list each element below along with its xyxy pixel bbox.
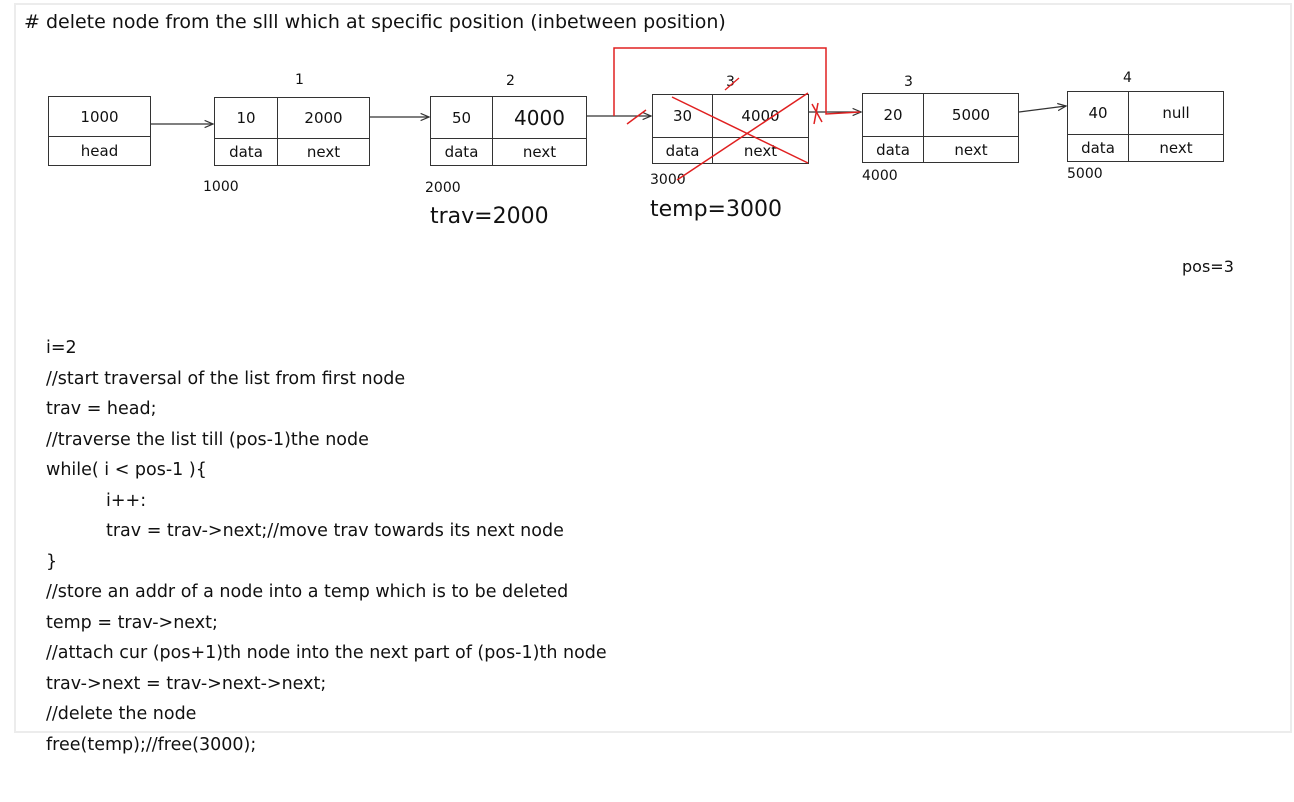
bypass-link [613, 47, 861, 116]
strike-cross-1 [671, 96, 809, 164]
code-line: trav->next = trav->next->next; [46, 673, 327, 694]
node-4-position: 3 [904, 74, 913, 90]
node-4-next-label: next [923, 136, 1019, 163]
node-2-position: 2 [506, 73, 515, 89]
page-title: # delete node from the slll which at spe… [24, 11, 726, 33]
node-1-next-label: next [277, 138, 370, 166]
node-deleted-next-label: next [712, 137, 809, 164]
code-line: //delete the node [46, 704, 197, 724]
strike-cross-2 [676, 92, 809, 181]
node-deleted-data-label: data [652, 137, 713, 164]
code-line: trav = head; [46, 399, 157, 419]
code-line: i++: [106, 490, 147, 511]
node-2-data-label: data [430, 138, 493, 166]
node-1-data-label: data [214, 138, 278, 166]
node-5-data-label: data [1067, 134, 1129, 162]
head-value-cell: 1000 [48, 96, 151, 137]
cut-mark-1 [626, 109, 647, 125]
pos-annotation: pos=3 [1182, 257, 1234, 276]
code-line: //traverse the list till (pos-1)the node [46, 429, 369, 450]
node-5-position: 4 [1123, 70, 1132, 86]
node-1-position: 1 [295, 72, 304, 88]
node-1-next: 2000 [277, 97, 370, 139]
code-line: //start traversal of the list from first… [46, 368, 406, 389]
code-line: trav = trav->next;//move trav towards it… [106, 521, 564, 541]
node-3-position: 3 [726, 74, 735, 90]
node-2-next-label: next [492, 138, 587, 166]
code-line: //attach cur (pos+1)th node into the nex… [46, 643, 607, 663]
node-2-next: 4000 [492, 96, 587, 139]
code-line: free(temp);//free(3000); [46, 734, 257, 755]
code-block: i=2 //start traversal of the list from f… [46, 333, 607, 760]
head-label-cell: head [48, 136, 151, 166]
node-2-address: 2000 [425, 180, 461, 196]
temp-annotation: temp=3000 [650, 197, 782, 222]
node-5-next-label: next [1128, 134, 1224, 162]
code-line: temp = trav->next; [46, 612, 218, 633]
cut-mark-3 [813, 102, 819, 125]
node-1-data: 10 [214, 97, 278, 139]
code-line: while( i < pos-1 ){ [46, 460, 207, 480]
node-4-address: 4000 [862, 168, 898, 184]
code-line: i=2 [46, 338, 77, 358]
node-5-data: 40 [1067, 91, 1129, 135]
node-5-address: 5000 [1067, 166, 1103, 182]
node-4-data: 20 [862, 93, 924, 137]
code-line: } [46, 551, 58, 572]
strike-position [724, 77, 740, 91]
code-line: //store an addr of a node into a temp wh… [46, 582, 569, 602]
cut-mark-2 [811, 103, 823, 123]
arrow-node4-to-node5 [1018, 106, 1066, 113]
node-5-next: null [1128, 91, 1224, 135]
node-4-data-label: data [862, 136, 924, 163]
node-deleted-address: 3000 [650, 172, 686, 188]
node-1-address: 1000 [203, 179, 239, 195]
trav-annotation: trav=2000 [430, 204, 549, 229]
